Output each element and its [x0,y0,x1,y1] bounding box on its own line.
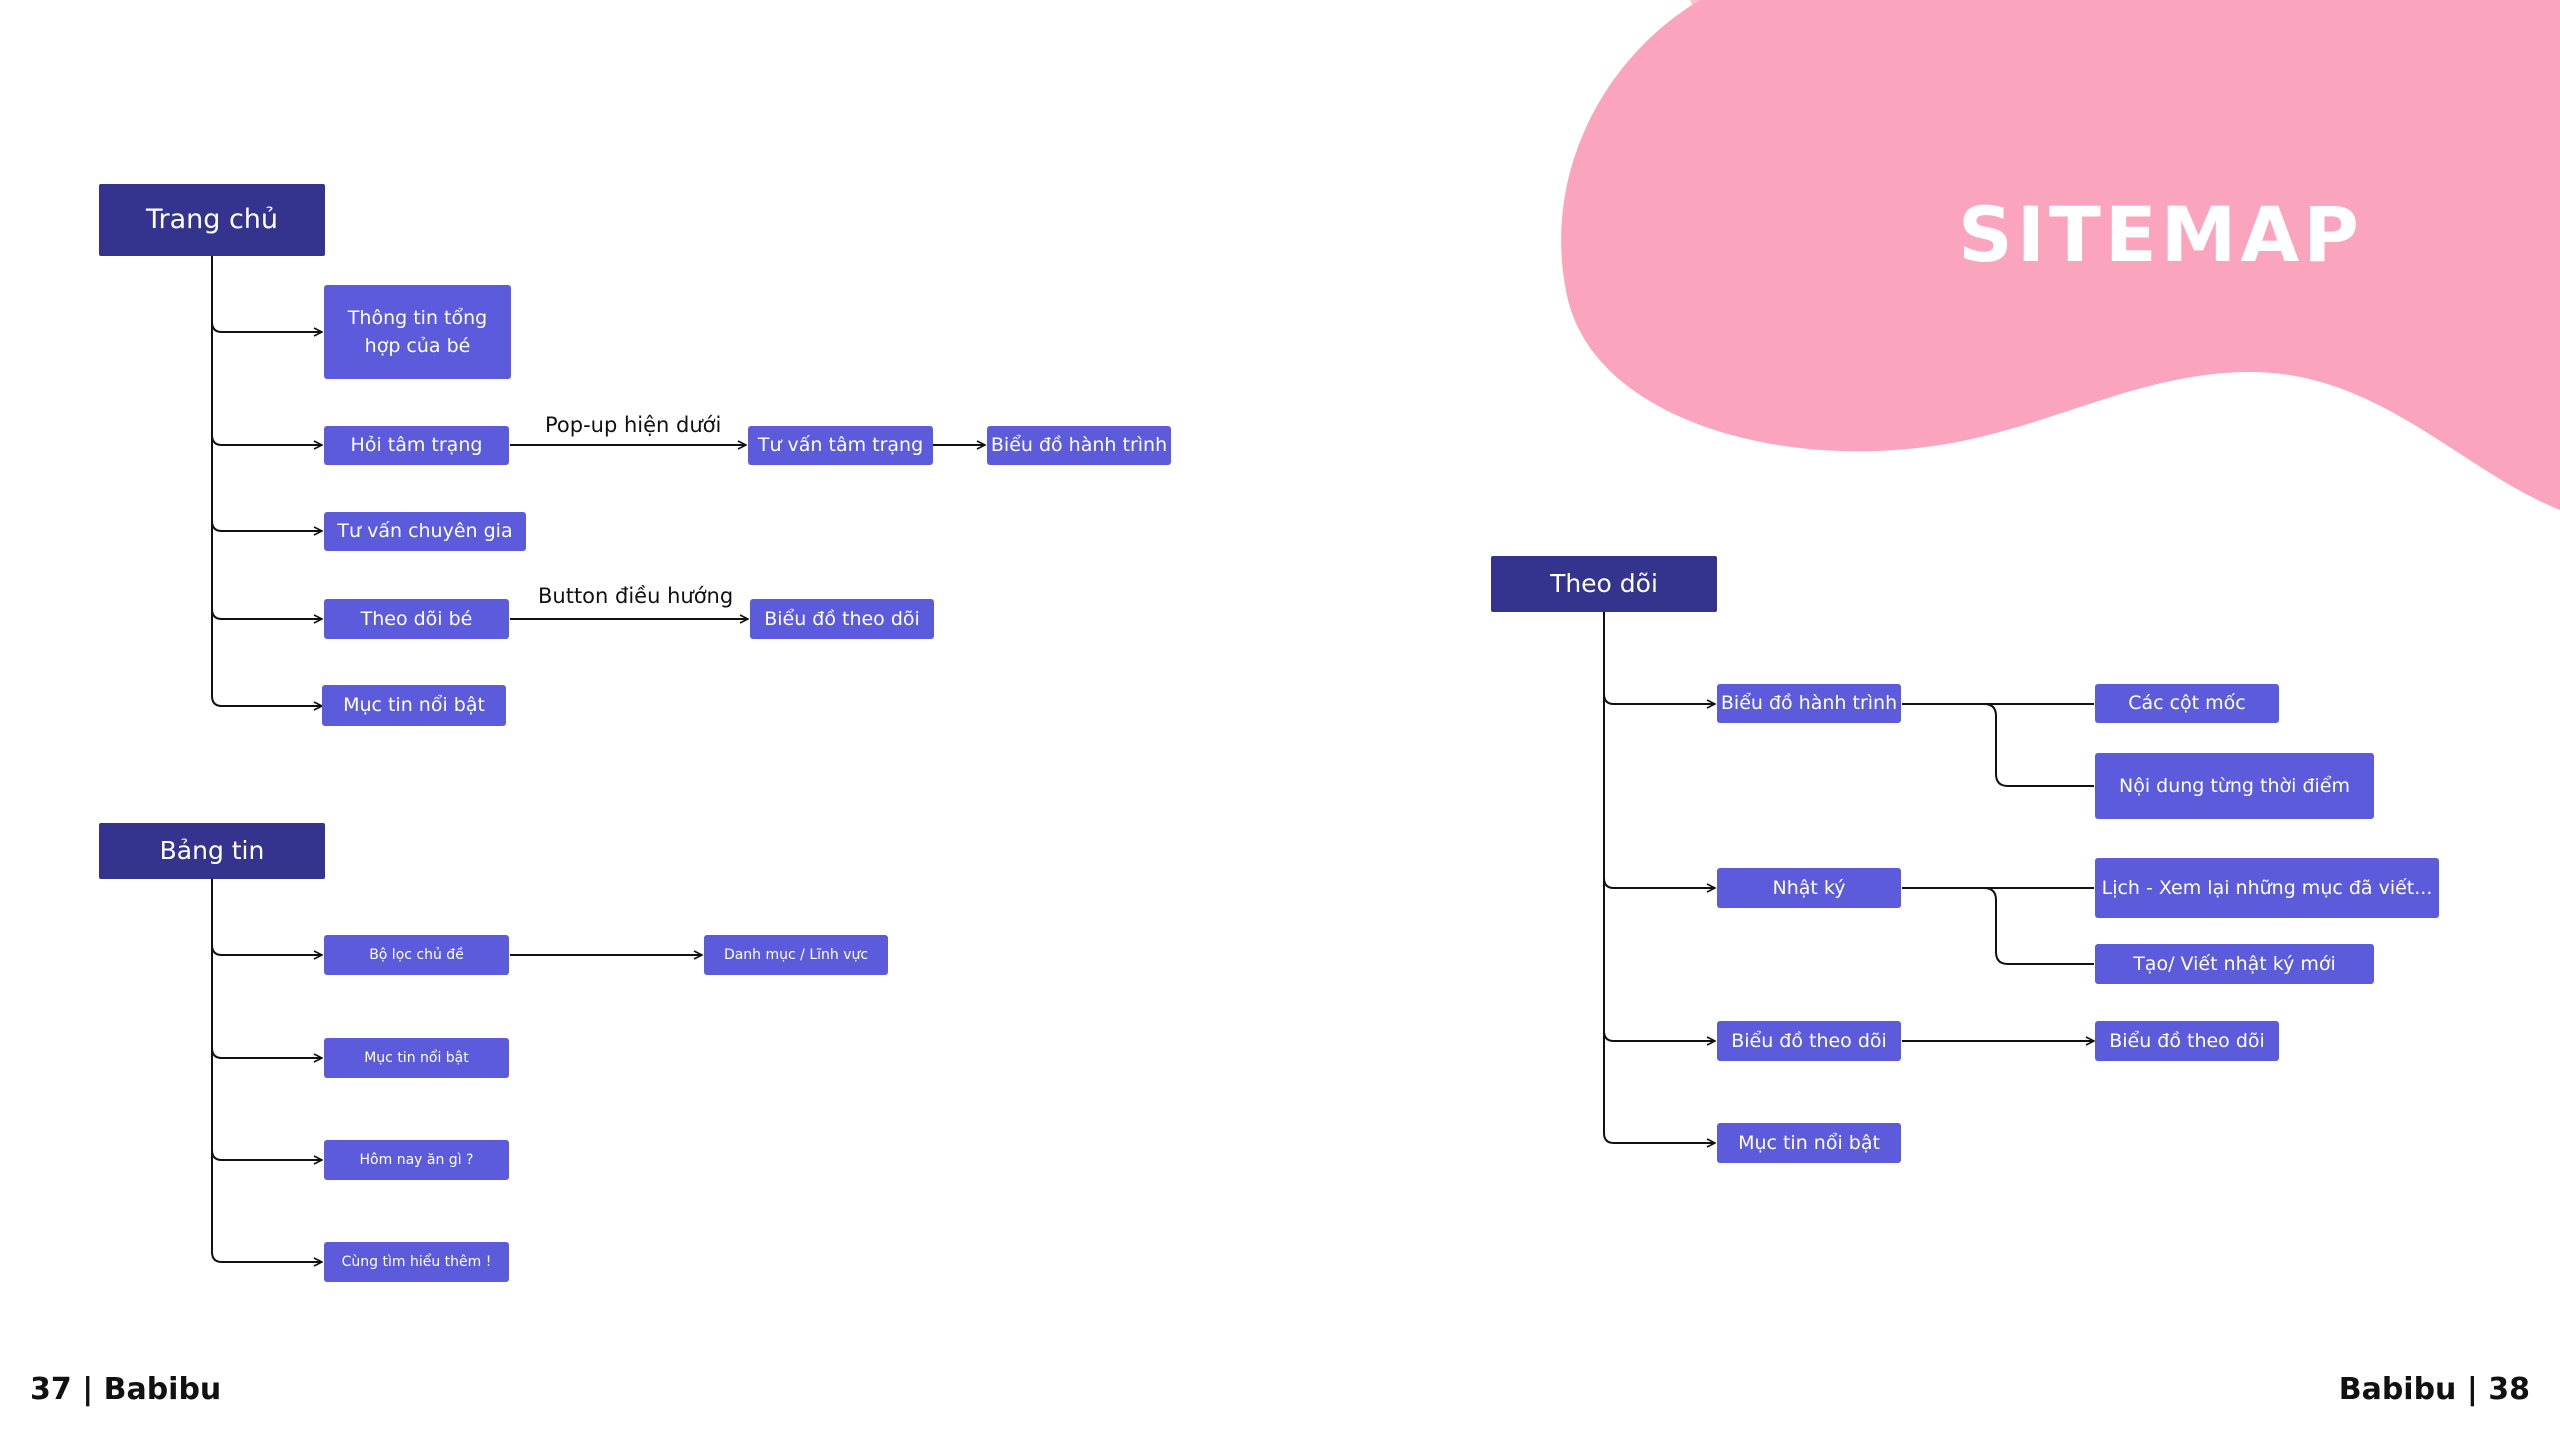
page-title: SITEMAP [1958,190,2363,279]
node-hom-nay-an-gi[interactable]: Hôm nay ăn gì ? [324,1140,509,1180]
node-theo-doi-be[interactable]: Theo dõi bé [324,599,509,639]
node-theo-doi[interactable]: Theo dõi [1491,556,1717,612]
footer-right: Babibu | 38 [2338,1372,2530,1407]
node-lich-xem-lai[interactable]: Lịch - Xem lại những mục đã viết... [2095,858,2439,918]
node-tu-van-chuyen-gia[interactable]: Tư vấn chuyên gia [324,512,526,551]
node-trang-chu[interactable]: Trang chủ [99,184,325,256]
node-hoi-tam-trang[interactable]: Hỏi tâm trạng [324,426,509,465]
node-bieu-do-theo-doi-td[interactable]: Biểu đồ theo dõi [1717,1021,1901,1061]
edge-label-button: Button điều hướng [538,584,734,608]
node-bo-loc-chu-de[interactable]: Bộ lọc chủ đề [324,935,509,975]
node-bieu-do-theo-doi-tc[interactable]: Biểu đồ theo dõi [750,599,934,639]
node-bieu-do-hanh-trinh-td[interactable]: Biểu đồ hành trình [1717,684,1901,723]
node-muc-tin-noi-bat-td[interactable]: Mục tin nổi bật [1717,1123,1901,1163]
node-cung-tim-hieu-them[interactable]: Cùng tìm hiểu thêm ! [324,1242,509,1282]
node-cac-cot-moc[interactable]: Các cột mốc [2095,684,2279,723]
node-noi-dung-tung-thoi-diem[interactable]: Nội dung từng thời điểm [2095,753,2374,819]
node-bang-tin[interactable]: Bảng tin [99,823,325,879]
node-danh-muc-linh-vuc[interactable]: Danh mục / Lĩnh vực [704,935,888,975]
node-thong-tin-tong-hop[interactable]: Thông tin tổng hợp của bé [324,285,511,379]
node-bieu-do-theo-doi-child[interactable]: Biểu đồ theo dõi [2095,1021,2279,1061]
node-tao-viet-nhat-ky[interactable]: Tạo/ Viết nhật ký mới [2095,944,2374,984]
node-bieu-do-hanh-trinh-tc[interactable]: Biểu đồ hành trình [987,426,1171,465]
node-nhat-ky[interactable]: Nhật ký [1717,868,1901,908]
edge-label-popup: Pop-up hiện dưới [545,413,722,437]
node-tu-van-tam-trang[interactable]: Tư vấn tâm trạng [748,426,933,465]
node-muc-tin-noi-bat-bt[interactable]: Mục tin nổi bật [324,1038,509,1078]
node-muc-tin-noi-bat-tc[interactable]: Mục tin nổi bật [322,685,506,726]
footer-left: 37 | Babibu [30,1372,222,1407]
